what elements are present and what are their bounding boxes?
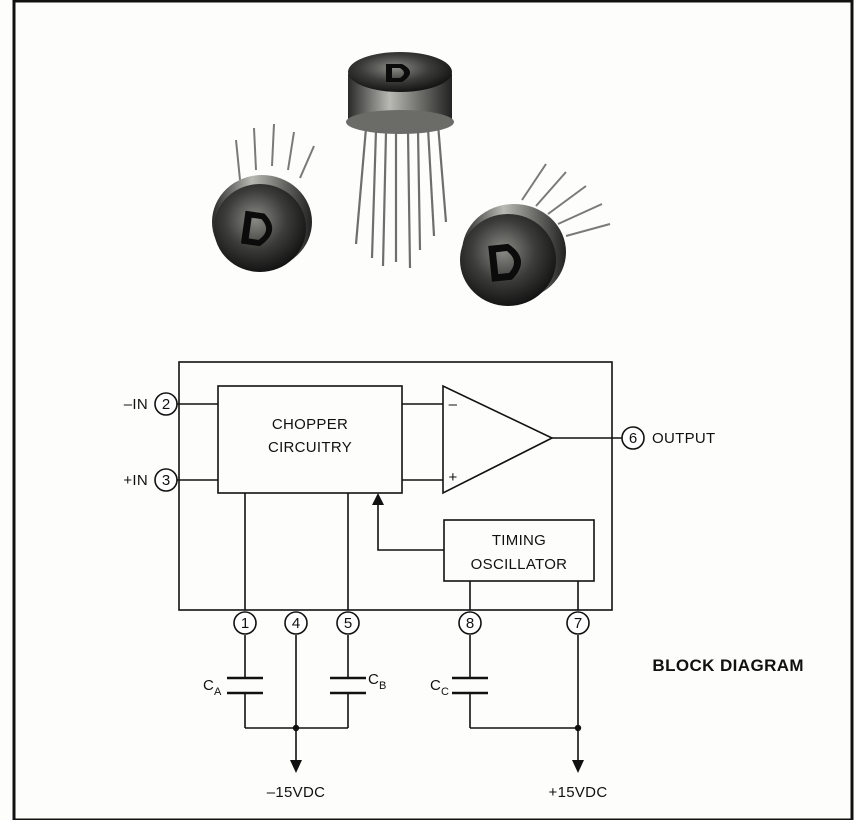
neg-supply-arrow	[290, 760, 302, 773]
signal-labels: –IN +IN OUTPUT –15VDC +15VDC	[123, 396, 715, 801]
cap-c-label: C	[430, 677, 441, 694]
pos-supply-label: +15VDC	[549, 784, 608, 801]
cap-a-label: C	[203, 677, 214, 694]
pin-6-label: 6	[629, 430, 637, 447]
pin-5-label: 5	[344, 615, 352, 632]
cap-a-subscript: A	[214, 686, 222, 698]
pos-input-label: +IN	[123, 472, 148, 489]
pin-1-label: 1	[241, 615, 249, 632]
block-diagram-heading: BLOCK DIAGRAM	[652, 656, 804, 675]
left-package	[212, 124, 314, 272]
chopper-label-line1: CHOPPER	[272, 416, 348, 433]
package-photo	[212, 52, 610, 306]
pin-3-label: 3	[162, 472, 170, 489]
right-package	[460, 164, 610, 306]
pin-7-label: 7	[574, 615, 582, 632]
neg-input-label: –IN	[124, 396, 148, 413]
pin-4-label: 4	[292, 615, 300, 632]
cap-b-subscript: B	[379, 680, 386, 692]
pin-8-label: 8	[466, 615, 474, 632]
pin-numbers: 2 3 6 1 4 5 8 7	[162, 396, 637, 632]
neg-supply-label: –15VDC	[267, 784, 326, 801]
cap-b-label: C	[368, 671, 379, 688]
output-label: OUTPUT	[652, 430, 715, 447]
pos-supply-arrow	[572, 760, 584, 773]
pin-circles	[155, 393, 644, 634]
pin-2-label: 2	[162, 396, 170, 413]
amp-minus-sign: –	[449, 396, 458, 413]
amplifier-triangle	[443, 386, 552, 493]
center-package	[346, 52, 454, 268]
timing-to-chopper-arrow	[372, 493, 384, 505]
timing-label-line1: TIMING	[492, 532, 546, 549]
timing-label-line2: OSCILLATOR	[471, 556, 568, 573]
cap-c-subscript: C	[441, 686, 449, 698]
chopper-label-line2: CIRCUITRY	[268, 439, 352, 456]
amp-plus-sign: +	[448, 469, 457, 486]
